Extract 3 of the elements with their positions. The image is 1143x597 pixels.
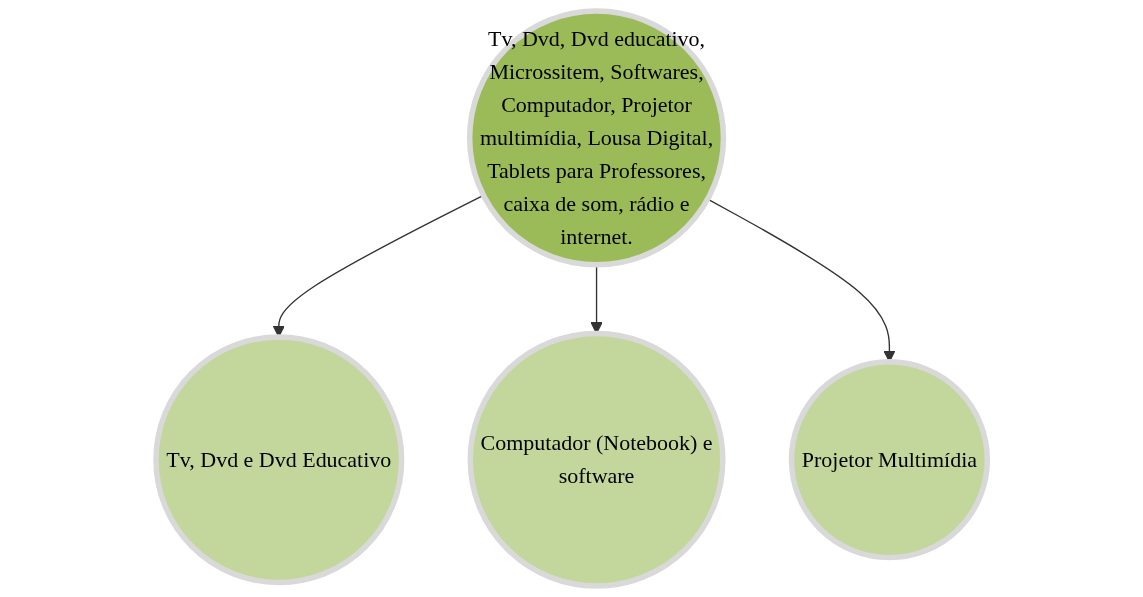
node-circle: Computador (Notebook) e software bbox=[467, 330, 726, 589]
node-circle: Tv, Dvd e Dvd Educativo bbox=[153, 334, 405, 586]
node-circle: Projetor Multimídia bbox=[788, 359, 990, 561]
